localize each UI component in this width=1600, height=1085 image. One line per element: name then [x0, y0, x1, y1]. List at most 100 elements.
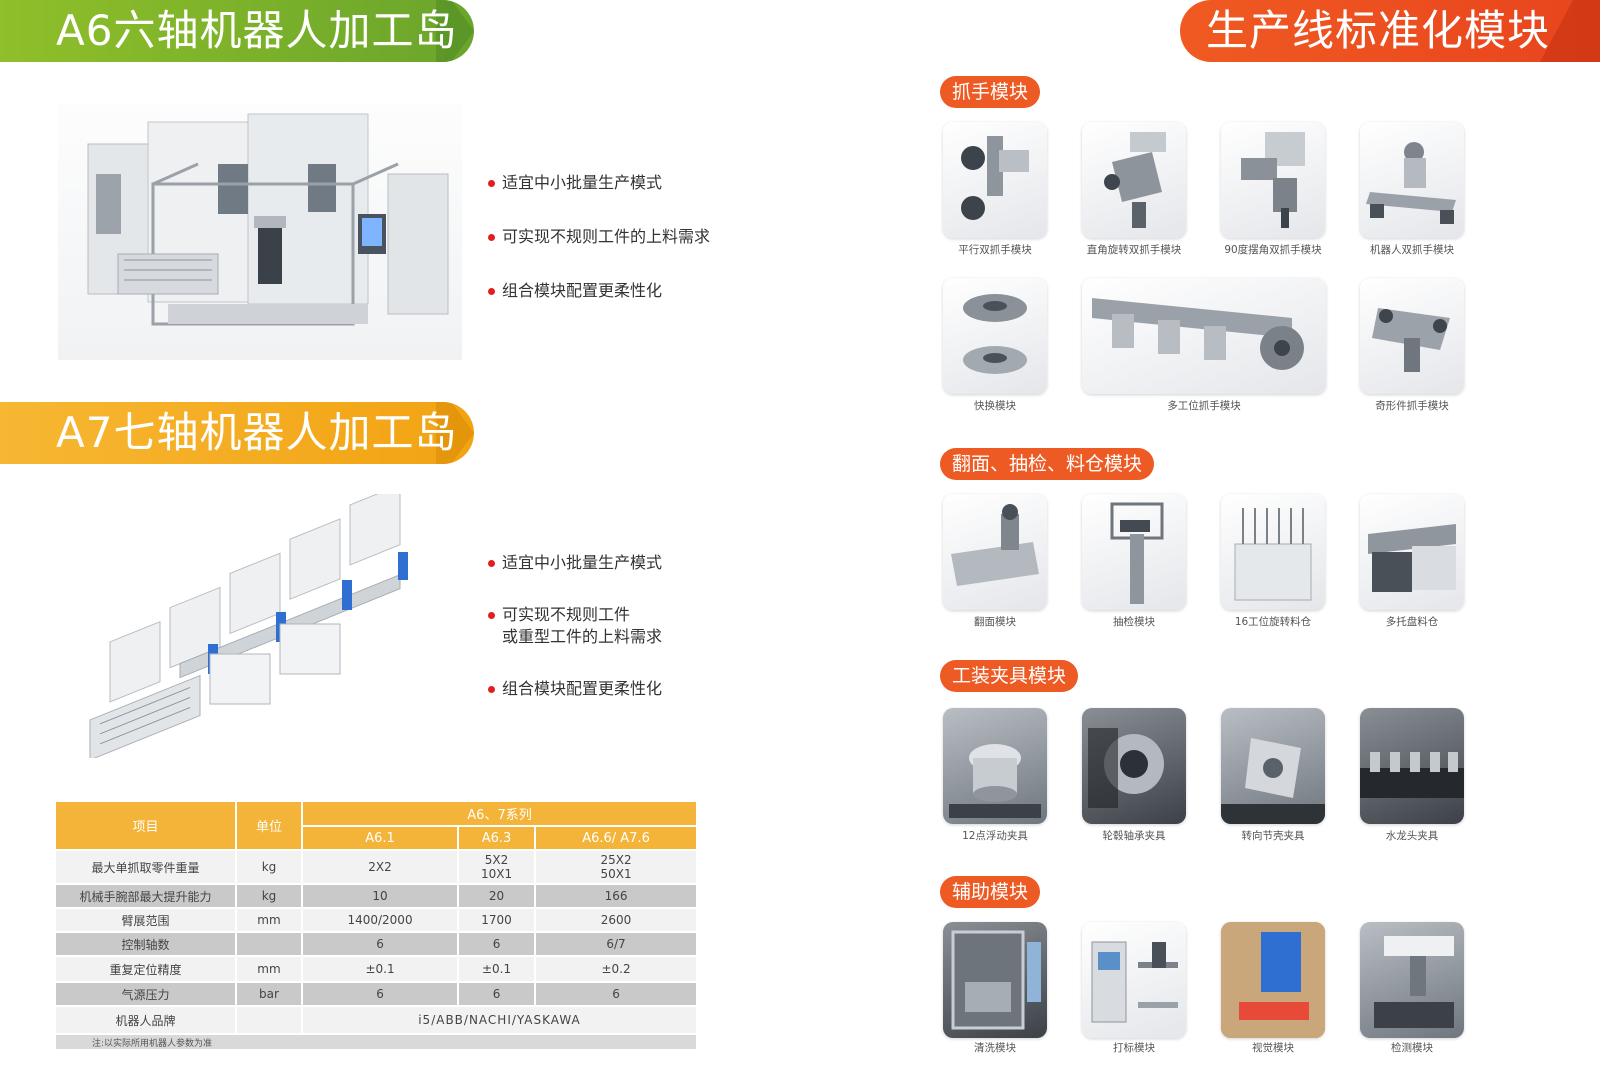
- module-thumbnail: [1221, 122, 1325, 238]
- table-row: 机器人品牌 i5/ABB/NACHI/YASKAWA: [56, 1006, 698, 1035]
- table-header-series: A6、7系列: [302, 802, 698, 827]
- vision-module-icon: [1221, 922, 1325, 1038]
- table-cell: kg: [236, 850, 303, 885]
- table-row: 臂展范围 mm 1400/2000 1700 2600: [56, 908, 698, 933]
- flip-module-icon: [951, 504, 1039, 586]
- section-auxiliary-modules: 辅助模块: [940, 876, 1041, 908]
- table-cell: i5/ABB/NACHI/YASKAWA: [302, 1006, 698, 1035]
- module-caption: 直角旋转双抓手模块: [1086, 244, 1182, 256]
- table-row: 最大单抓取零件重量 kg 2X2 5X2 10X1 25X2 50X1: [56, 850, 698, 885]
- module-thumbnail: [1360, 278, 1464, 394]
- twelve-point-floating-fixture-icon: [949, 744, 1041, 818]
- a6-machining-island-illustration: [58, 104, 462, 360]
- table-cell: ±0.2: [535, 956, 698, 983]
- a7-feature-list: 适宜中小批量生产模式 可实现不规则工件或重型工件的上料需求 组合模块配置更柔性化: [488, 552, 662, 730]
- table-cell: mm: [236, 908, 303, 933]
- module-thumbnail: [1082, 494, 1186, 610]
- table-cell: 2600: [535, 908, 698, 933]
- a7-feature-item: 可实现不规则工件或重型工件的上料需求: [488, 604, 662, 648]
- table-header-model: A6.3: [458, 826, 537, 851]
- table-row: 气源压力 bar 6 6 6: [56, 982, 698, 1007]
- steering-knuckle-fixture-icon: [1221, 738, 1325, 824]
- a6-feature-item: 适宜中小批量生产模式: [488, 172, 710, 194]
- a7-feature-item: 适宜中小批量生产模式: [488, 552, 662, 574]
- module-caption: 转向节壳夹具: [1241, 830, 1305, 842]
- module-caption: 12点浮动夹具: [962, 830, 1028, 842]
- table-cell: 重复定位精度: [56, 956, 237, 983]
- multi-pallet-magazine-icon: [1368, 524, 1456, 592]
- ninety-degree-swing-gripper-icon: [1241, 132, 1305, 228]
- table-cell: 1400/2000: [302, 908, 460, 933]
- table-cell: 1700: [458, 908, 537, 933]
- module-caption: 清洗模块: [974, 1042, 1016, 1054]
- module-caption: 翻面模块: [974, 616, 1016, 628]
- table-cell: 5X2 10X1: [458, 850, 537, 885]
- table-note: 注:以实际所用机器人参数为准: [56, 1034, 698, 1051]
- section-flip-inspection-magazine: 翻面、抽检、料仓模块: [940, 448, 1155, 480]
- quick-change-icon: [963, 294, 1027, 374]
- module-thumbnail: [1082, 278, 1326, 394]
- table-cell: kg: [236, 884, 303, 909]
- module-thumbnail: [1221, 494, 1325, 610]
- a7-machining-island-illustration: [80, 484, 450, 761]
- spec-table: 项目 单位 A6、7系列 A6.1 A6.3 A6.6/ A7.6 最大单抓取零…: [56, 802, 698, 1051]
- line-title: 生产线标准化模块: [1206, 6, 1551, 55]
- sixteen-station-rotary-magazine-icon: [1234, 508, 1312, 601]
- module-caption: 机器人双抓手模块: [1370, 244, 1454, 256]
- cleaning-module-icon: [951, 930, 1041, 1030]
- table-cell: 20: [458, 884, 537, 909]
- module-caption: 奇形件抓手模块: [1375, 400, 1449, 412]
- faucet-fixture-icon: [1360, 752, 1464, 798]
- parallel-gripper-icon: [961, 136, 1029, 220]
- module-thumbnail: [1221, 922, 1325, 1038]
- module-caption: 多工位抓手模块: [1167, 400, 1241, 412]
- table-cell: ±0.1: [302, 956, 460, 983]
- module-thumbnail: [1082, 708, 1186, 824]
- module-thumbnail: [1082, 122, 1186, 238]
- table-cell: 6: [535, 982, 698, 1007]
- table-cell: 2X2: [302, 850, 460, 885]
- table-cell: 6/7: [535, 932, 698, 957]
- a7-feature-line: 或重型工件的上料需求: [502, 627, 663, 646]
- table-cell: ±0.1: [458, 956, 537, 983]
- table-header-item: 项目: [56, 802, 237, 851]
- module-thumbnail: [943, 278, 1047, 394]
- table-cell: mm: [236, 956, 303, 983]
- hub-bearing-fixture-icon: [1088, 728, 1164, 808]
- table-cell: [236, 1006, 303, 1035]
- a6-title: A6六轴机器人加工岛: [56, 6, 458, 55]
- a7-title: A7七轴机器人加工岛: [56, 408, 458, 457]
- table-cell: 臂展范围: [56, 908, 237, 933]
- module-thumbnail: [1360, 922, 1464, 1038]
- a6-feature-item: 组合模块配置更柔性化: [488, 280, 710, 302]
- table-cell: 机械手腕部最大提升能力: [56, 884, 237, 909]
- module-caption: 轮毂轴承夹具: [1102, 830, 1166, 842]
- module-caption: 平行双抓手模块: [958, 244, 1032, 256]
- module-thumbnail: [943, 494, 1047, 610]
- module-caption: 快换模块: [974, 400, 1016, 412]
- module-caption: 16工位旋转料仓: [1234, 616, 1312, 628]
- a6-feature-item: 可实现不规则工件的上料需求: [488, 226, 710, 248]
- module-thumbnail: [1360, 708, 1464, 824]
- module-caption: 检测模块: [1391, 1042, 1433, 1054]
- table-cell: 最大单抓取零件重量: [56, 850, 237, 885]
- a7-feature-line: 可实现不规则工件: [502, 605, 631, 624]
- table-note-row: 注:以实际所用机器人参数为准: [56, 1034, 698, 1051]
- table-cell: 机器人品牌: [56, 1006, 237, 1035]
- irregular-part-gripper-icon: [1372, 308, 1450, 372]
- a6-island-drawing: [87, 113, 449, 326]
- module-caption: 水龙头夹具: [1385, 830, 1439, 842]
- table-row: 控制轴数 6 6 6/7: [56, 932, 698, 957]
- table-header-model: A6.1: [302, 826, 460, 851]
- module-caption: 90度摆角双抓手模块: [1224, 244, 1322, 256]
- table-row: 重复定位精度 mm ±0.1 ±0.1 ±0.2: [56, 956, 698, 983]
- module-caption: 打标模块: [1113, 1042, 1155, 1054]
- line-banner: 生产线标准化模块: [1180, 0, 1600, 62]
- table-header-model: A6.6/ A7.6: [535, 826, 698, 851]
- a7-island-drawing: [89, 484, 408, 761]
- table-cell: 10: [302, 884, 460, 909]
- module-caption: 多托盘料仓: [1385, 616, 1439, 628]
- table-cell: 6: [302, 982, 460, 1007]
- module-thumbnail: [1082, 922, 1186, 1038]
- module-thumbnail: [1221, 708, 1325, 824]
